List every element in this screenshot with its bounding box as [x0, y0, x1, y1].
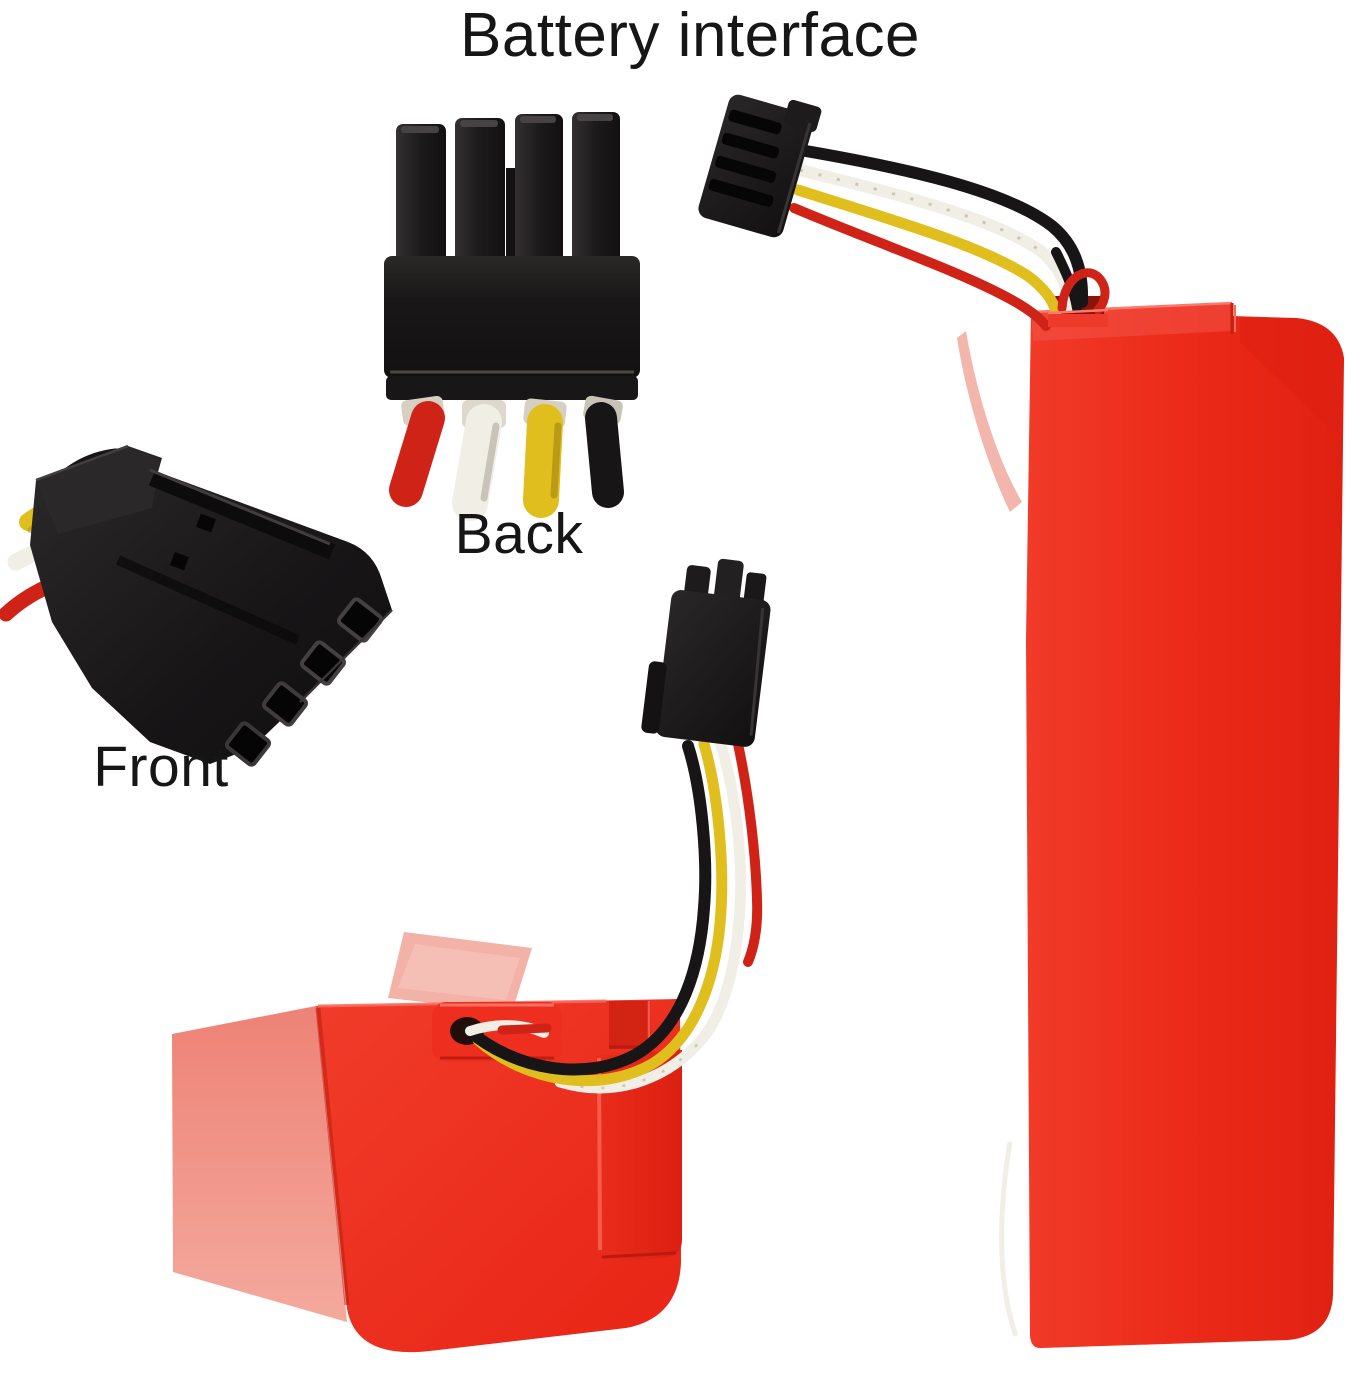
mount-tab [432, 1002, 562, 1062]
red-wire [733, 739, 763, 967]
red-wire [789, 203, 1051, 331]
page-title: Battery interface [460, 1, 920, 70]
pin-tower-highlight [520, 116, 556, 123]
pin-tower-highlight [577, 114, 613, 121]
back-caption: Back [454, 502, 584, 566]
white-wire-print [799, 168, 1043, 254]
socket-opening [299, 640, 347, 686]
latch-ridge [148, 470, 336, 560]
front-caption: Front [93, 735, 229, 799]
cable-connector-illustration [698, 94, 1110, 331]
tape-flap-highlight [398, 944, 520, 1000]
edge-crease [315, 1007, 350, 1306]
lip-over-wires [1048, 314, 1108, 327]
back-connector-illustration [384, 112, 640, 521]
front-connector-top-block [36, 446, 160, 534]
socket-opening [224, 721, 272, 767]
back-connector-pin-tower [396, 124, 446, 264]
pin-tower-highlight [460, 120, 498, 127]
white-wire-stub [452, 404, 502, 521]
plug-side-latch [641, 661, 667, 734]
back-connector-pin-tower [455, 118, 505, 264]
pin-tower-highlight [401, 126, 439, 133]
plug-head-body [655, 590, 771, 747]
flange-shadow [601, 1251, 677, 1259]
corner-shade [1240, 318, 1344, 440]
edge-highlight [35, 444, 129, 482]
front-connector-illustration [0, 444, 393, 767]
yellow-wire [792, 184, 1062, 318]
latch-ridge-highlight [149, 468, 331, 546]
back-connector-body [384, 256, 640, 378]
black-wire [462, 740, 712, 1076]
plug-groove [721, 132, 779, 159]
lip-highlight [1047, 308, 1109, 315]
yellow-wire-stub [523, 404, 563, 518]
plug-edge-highlight [777, 122, 812, 234]
back-connector-pin-tower [515, 114, 563, 264]
pin-hole [196, 513, 216, 533]
yellow-wire-shade [550, 422, 562, 499]
white-wire-shade [480, 422, 500, 502]
thin-white-wire [999, 1141, 1019, 1337]
battery-pack-body [1026, 303, 1344, 1349]
black-wire [794, 144, 1089, 308]
white-wire [554, 736, 747, 1094]
plug-groove [715, 155, 777, 183]
cable-plug-head [698, 94, 822, 238]
tape-strand [957, 331, 1022, 512]
plug-groove [728, 109, 782, 135]
plug-pin-bump [713, 558, 744, 607]
back-connector-center-post [506, 168, 516, 263]
plug-head-latch [783, 99, 822, 132]
red-wire-stub [389, 401, 445, 507]
pin-hole [170, 552, 189, 571]
angled-battery-illustration [172, 558, 771, 1353]
middle-connector [641, 558, 771, 747]
plug-edge-highlight [749, 607, 765, 736]
red-wire-tip [497, 1023, 552, 1035]
plug-groove [708, 178, 774, 207]
side-flange [596, 1050, 682, 1262]
edge-highlight [299, 609, 393, 703]
back-connector-pin-tower [572, 112, 620, 264]
yellow-wire [472, 738, 728, 1087]
white-wire [794, 164, 1074, 312]
black-wire-stub [585, 402, 624, 508]
body-groove [115, 555, 301, 645]
socket-opening [261, 681, 309, 727]
red-wire-loop [1057, 268, 1110, 315]
battery-side-face [172, 1006, 347, 1322]
back-connector-lower-band [386, 376, 638, 400]
standing-battery-illustration [957, 296, 1344, 1349]
top-edge-notch [609, 1001, 651, 1049]
